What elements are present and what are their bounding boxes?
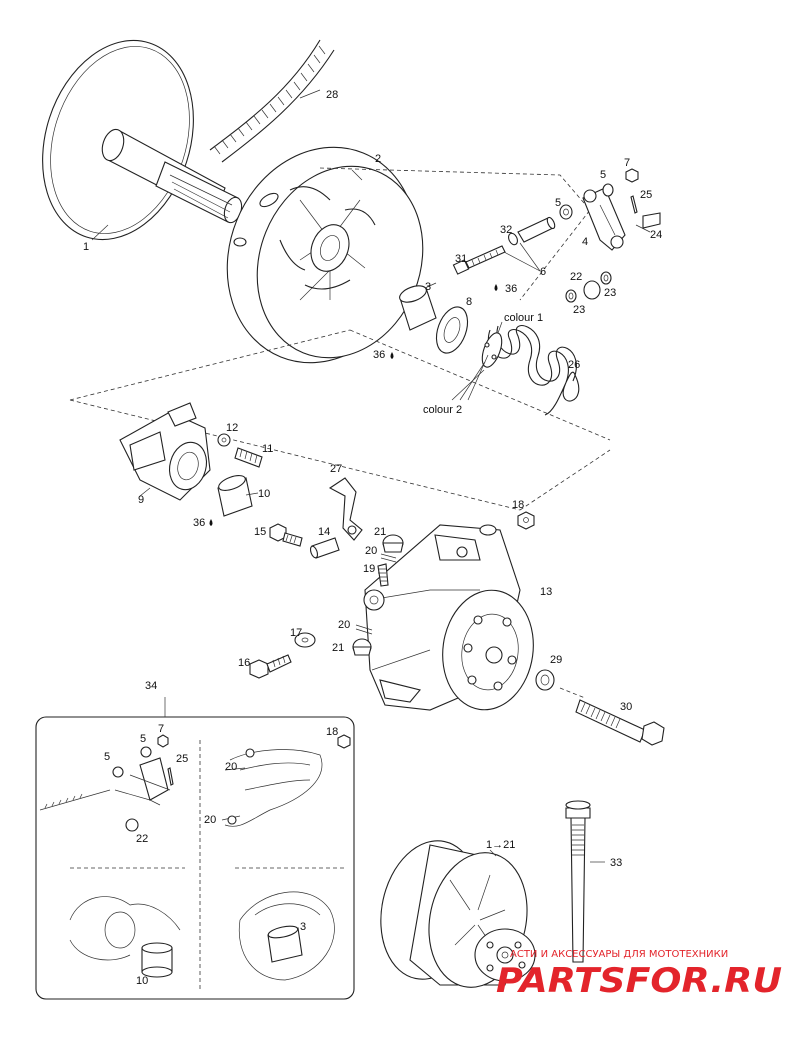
label-36a: 36 [505,283,517,295]
assembly-dashed-outline [69,329,611,511]
label-34: 34 [145,680,157,692]
label-5b: 5 [555,197,561,209]
label-28: 28 [326,89,338,101]
spring-part-26 [481,325,580,416]
label-15: 15 [254,526,266,538]
label-3: 3 [425,281,431,293]
inset-label-20a: 20 [225,761,237,773]
inset-label-10: 10 [136,975,148,987]
label-colour-2: colour 2 [423,404,462,416]
label-13: 13 [540,586,552,598]
label-9: 9 [138,494,144,506]
small-parts-9-group [139,433,263,526]
label-10: 10 [258,488,270,500]
movable-sheave-part-2 [226,146,591,364]
label-6: 6 [540,266,546,278]
label-26: 26 [568,359,580,371]
fixed-sheave-part-1 [42,39,243,241]
inset-label-7: 7 [158,723,164,735]
pin-part-14 [309,537,340,559]
label-8: 8 [466,296,472,308]
inset-label-5b: 5 [140,733,146,745]
label-21a: 21 [374,526,386,538]
housing-part-13 [363,524,534,711]
small-parts-lever [559,168,661,303]
label-29: 29 [550,654,562,666]
label-16: 16 [238,657,250,669]
bolt-part-31 [452,245,506,275]
label-31: 31 [455,253,467,265]
label-19: 19 [363,563,375,575]
watermark-subtitle: АСТИ И АКСЕССУАРЫ ДЛЯ МОТОТЕХНИКИ [510,949,728,960]
bolt-part-33 [565,800,605,963]
label-22: 22 [570,271,582,283]
label-20b: 20 [338,619,350,631]
part-number-labels: 1 2 3 4 5 5 6 7 8 9 10 11 12 13 14 15 16… [83,89,662,869]
label-14: 14 [318,526,330,538]
drive-belt-part-28 [209,39,335,163]
label-23b: 23 [573,304,585,316]
washer-part-32 [508,232,518,246]
watermark-brand: PARTSFOR.RU [496,961,782,1001]
lever-arm-part-4 [582,187,626,251]
pin-part-6 [503,216,556,272]
label-20a: 20 [365,545,377,557]
label-23a: 23 [604,287,616,299]
label-colour-1: colour 1 [504,312,543,324]
label-18: 18 [512,499,524,511]
arm-part-27 [328,477,363,541]
label-7: 7 [624,157,630,169]
label-36b: 36 [373,349,385,361]
label-1-to-21: 1→21 [486,839,515,851]
inset-label-22: 22 [136,833,148,845]
label-12: 12 [226,422,238,434]
watermark: АСТИ И АКСЕССУАРЫ ДЛЯ МОТОТЕХНИКИ PARTSF… [496,949,782,1001]
colour-leader-lines [451,321,503,401]
label-32: 32 [500,224,512,236]
label-2: 2 [375,153,381,165]
label-27: 27 [330,463,342,475]
bushing-part-3 [399,282,437,331]
label-33: 33 [610,857,622,869]
label-4: 4 [582,236,588,248]
spider-part-9 [119,402,211,501]
inset-label-25: 25 [176,753,188,765]
inset-label-18: 18 [326,726,338,738]
label-25: 25 [640,189,652,201]
label-11: 11 [262,443,273,455]
inset-label-20b: 20 [204,814,216,826]
label-36c: 36 [193,517,205,529]
bolt-part-15 [269,523,303,547]
label-17: 17 [290,627,302,639]
label-21b: 21 [332,642,344,654]
label-5a: 5 [600,169,606,181]
bolt-part-30 [575,699,665,746]
cup-part-8 [435,306,469,354]
label-24: 24 [650,229,662,241]
lube-drop-36-upper [390,284,498,359]
inset-label-5a: 5 [104,751,110,763]
small-parts-13 [249,511,586,699]
inset-label-3: 3 [300,921,306,933]
label-1: 1 [83,241,89,253]
label-30: 30 [620,701,632,713]
inset-box-part-34: 5 5 7 25 22 18 20 20 3 10 [35,697,355,1000]
assembled-clutch-1-21 [380,840,536,988]
